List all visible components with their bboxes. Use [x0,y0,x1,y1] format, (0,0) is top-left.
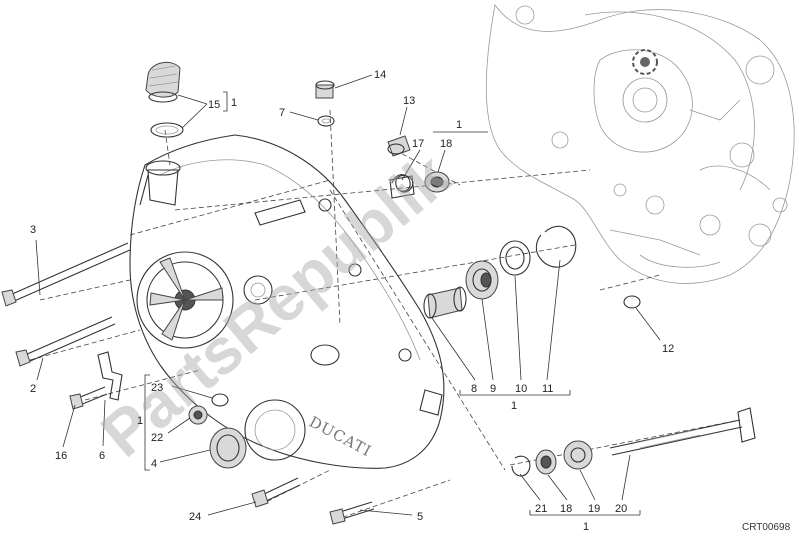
part-clip-6 [97,351,123,401]
part-circlip-21 [511,455,531,477]
callout-24: 24 [189,511,201,523]
callout-bottom-kit-1: 1 [583,521,589,533]
callout-3: 3 [30,224,36,236]
callout-4: 4 [151,458,157,470]
part-spring-17 [389,174,415,199]
part-bush-8 [423,286,467,319]
part-oring-15 [150,122,184,138]
group-brackets [144,91,641,516]
part-washer-7 [317,115,335,127]
part-seal-9 [465,260,499,300]
callout-10: 10 [515,383,527,395]
callout-20: 20 [615,503,627,515]
cover-brand-lettering: DUCATI [306,413,375,461]
callout-11: 11 [542,383,553,395]
callout-14: 14 [374,69,386,81]
part-bolt-3 [1,242,131,307]
callout-2: 2 [30,383,36,395]
callout-left-kit-1: 1 [137,415,143,427]
part-oring-23 [211,393,229,407]
cover-clutch-window [136,251,234,349]
part-bolt-16 [69,386,108,410]
drawing-code: CRT00698 [742,522,791,533]
callout-top-kit-1: 1 [456,119,462,131]
part-oring-12 [623,295,641,309]
part-bolt-24 [251,477,301,508]
part-bolt-5 [329,501,375,525]
callout-18: 18 [440,138,452,150]
part-circlip-11 [535,225,577,268]
callout-16: 16 [55,450,67,462]
callout-15: 15 [208,99,220,111]
callout-6: 6 [99,450,105,462]
part-dowel-13 [387,135,411,157]
callout-19: 19 [588,503,600,515]
callout-13: 13 [403,95,415,107]
part-oil-filler-cap [145,61,181,103]
callout-22: 22 [151,432,163,444]
part-bush-22 [188,405,208,425]
part-seal-4 [209,427,247,469]
callout-cap-kit-1: 1 [231,97,237,109]
assembly-axes [29,109,741,521]
part-bearing-18 [424,171,450,193]
crankcase-illustration [485,3,795,284]
part-pushrod-20 [609,407,756,456]
callout-21: 21 [535,503,547,515]
part-washer-10 [499,240,531,276]
callout-17: 17 [412,138,424,150]
leader-lines [35,74,661,516]
callout-right-kit-1: 1 [511,400,517,412]
callout-9: 9 [490,383,496,395]
part-bolt-14 [315,80,335,99]
callout-23: 23 [151,382,163,394]
part-bearing-18b [535,449,557,475]
part-seal-19 [563,440,593,470]
gear-icon [632,49,658,75]
callout-5: 5 [417,511,423,523]
callout-12: 12 [662,343,674,355]
callout-18-bottom: 18 [560,503,572,515]
callout-8: 8 [471,383,477,395]
callout-labels: 14 7 13 15 1 1 17 18 8 9 10 11 1 12 3 2 … [30,69,674,533]
part-bolt-2 [15,316,116,367]
callout-7: 7 [279,107,285,119]
